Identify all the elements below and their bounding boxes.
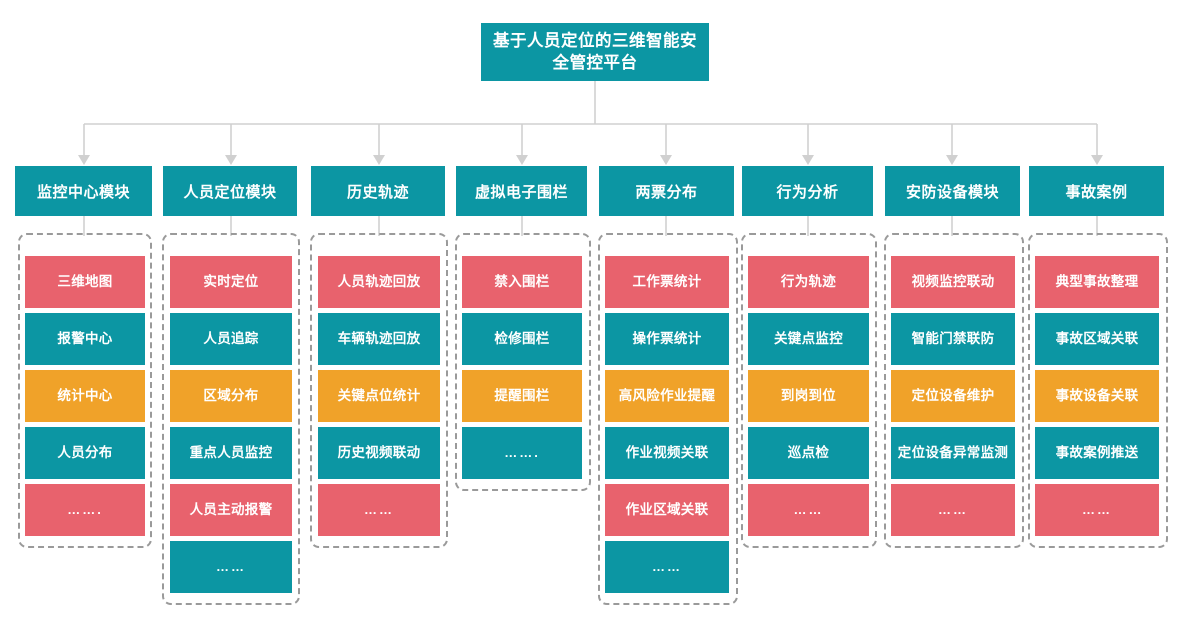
feature-item[interactable]: 高风险作业提醒 [605, 370, 729, 422]
module-header-3[interactable]: 历史轨迹 [311, 166, 445, 216]
module-header-5[interactable]: 两票分布 [599, 166, 734, 216]
feature-item[interactable]: 事故设备关联 [1035, 370, 1159, 422]
module-group-4 [455, 233, 591, 491]
feature-item[interactable]: 实时定位 [170, 256, 292, 308]
feature-item[interactable]: 定位设备维护 [891, 370, 1015, 422]
feature-item[interactable]: …… [605, 541, 729, 593]
feature-item[interactable]: 智能门禁联防 [891, 313, 1015, 365]
feature-item[interactable]: 关键点监控 [748, 313, 869, 365]
feature-item[interactable]: 事故案例推送 [1035, 427, 1159, 479]
feature-item[interactable]: …… [318, 484, 440, 536]
feature-item[interactable]: 行为轨迹 [748, 256, 869, 308]
feature-item[interactable]: 到岗到位 [748, 370, 869, 422]
module-header-8[interactable]: 事故案例 [1029, 166, 1164, 216]
feature-item[interactable]: 工作票统计 [605, 256, 729, 308]
feature-item[interactable]: 统计中心 [25, 370, 145, 422]
feature-item[interactable]: 巡点检 [748, 427, 869, 479]
feature-item[interactable]: 典型事故整理 [1035, 256, 1159, 308]
module-header-2[interactable]: 人员定位模块 [163, 166, 297, 216]
feature-item[interactable]: 人员主动报警 [170, 484, 292, 536]
feature-item[interactable]: 重点人员监控 [170, 427, 292, 479]
feature-item[interactable]: 区域分布 [170, 370, 292, 422]
feature-item[interactable]: 定位设备异常监测 [891, 427, 1015, 479]
feature-item[interactable]: 提醒围栏 [462, 370, 582, 422]
platform-title-box: 基于人员定位的三维智能安全管控平台 [481, 23, 709, 81]
module-group-6 [741, 233, 877, 548]
module-group-1 [18, 233, 152, 548]
feature-item[interactable]: 作业区域关联 [605, 484, 729, 536]
feature-item[interactable]: 禁入围栏 [462, 256, 582, 308]
feature-item[interactable]: 视频监控联动 [891, 256, 1015, 308]
module-group-3 [310, 233, 448, 548]
module-group-5 [598, 233, 738, 605]
feature-item[interactable]: ……. [462, 427, 582, 479]
feature-item[interactable]: 事故区域关联 [1035, 313, 1159, 365]
feature-item[interactable]: 人员分布 [25, 427, 145, 479]
module-header-6[interactable]: 行为分析 [742, 166, 873, 216]
feature-item[interactable]: …… [1035, 484, 1159, 536]
feature-item[interactable]: 检修围栏 [462, 313, 582, 365]
feature-item[interactable]: 三维地图 [25, 256, 145, 308]
feature-item[interactable]: 人员轨迹回放 [318, 256, 440, 308]
module-header-7[interactable]: 安防设备模块 [885, 166, 1020, 216]
feature-item[interactable]: 历史视频联动 [318, 427, 440, 479]
feature-item[interactable]: 作业视频关联 [605, 427, 729, 479]
feature-item[interactable]: …… [891, 484, 1015, 536]
feature-item[interactable]: 人员追踪 [170, 313, 292, 365]
feature-item[interactable]: 报警中心 [25, 313, 145, 365]
feature-item[interactable]: 车辆轨迹回放 [318, 313, 440, 365]
module-group-7 [884, 233, 1024, 548]
module-group-8 [1028, 233, 1168, 548]
feature-item[interactable]: …… [170, 541, 292, 593]
feature-item[interactable]: …… [748, 484, 869, 536]
module-header-1[interactable]: 监控中心模块 [15, 166, 152, 216]
feature-item[interactable]: ……. [25, 484, 145, 536]
feature-item[interactable]: 操作票统计 [605, 313, 729, 365]
feature-item[interactable]: 关键点位统计 [318, 370, 440, 422]
module-header-4[interactable]: 虚拟电子围栏 [456, 166, 587, 216]
module-group-2 [162, 233, 300, 605]
